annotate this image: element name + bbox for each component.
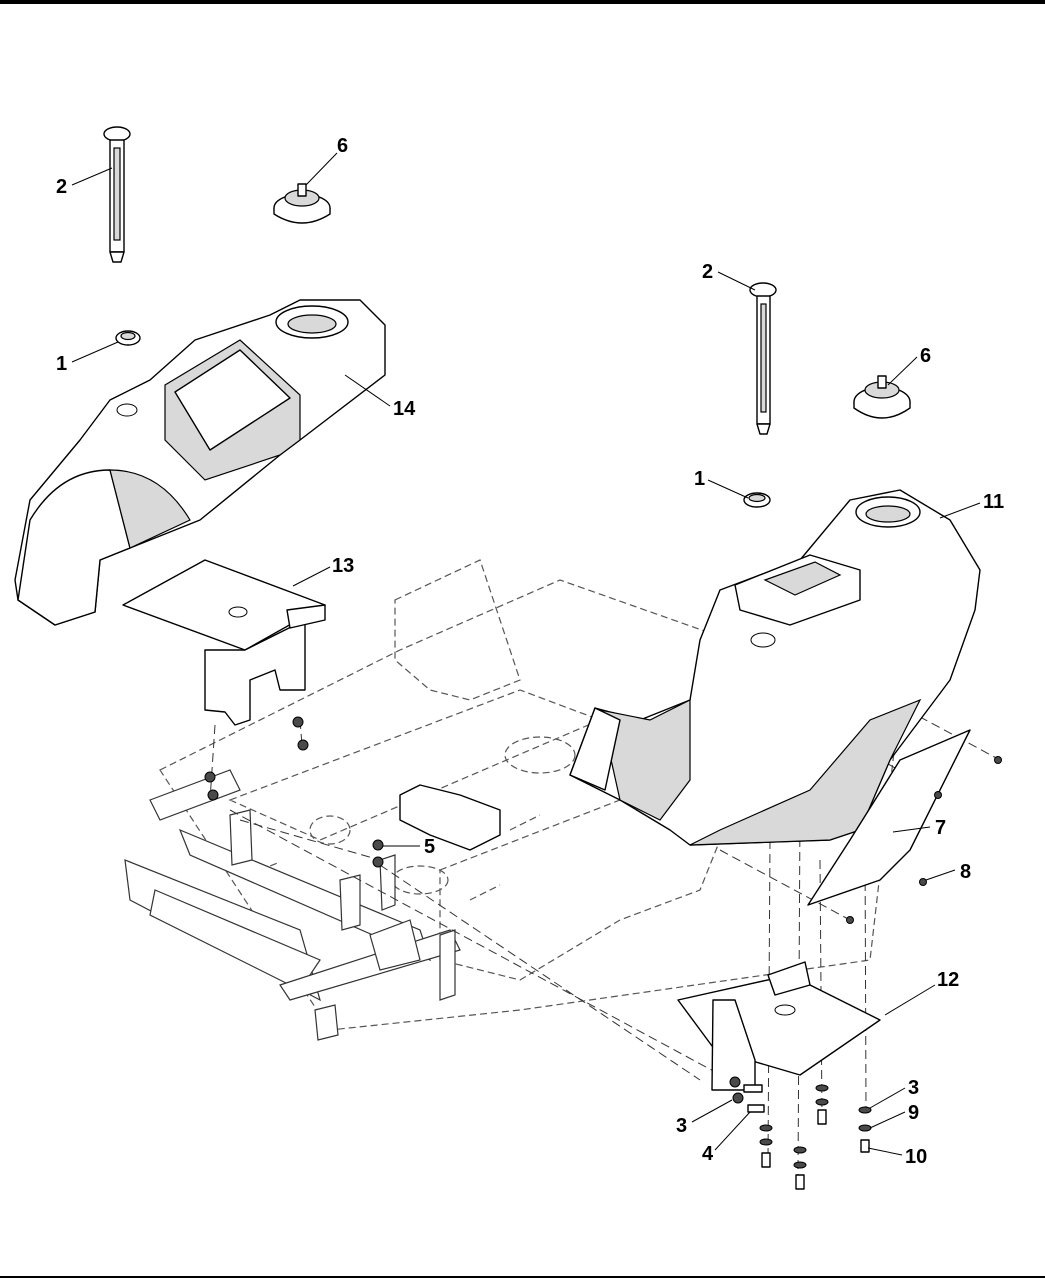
callout-10: 10 — [905, 1146, 927, 1168]
callout-1-left: 1 — [56, 353, 67, 375]
grommet-right — [744, 493, 770, 507]
fuel-cap-right — [854, 376, 910, 418]
callout-11: 11 — [983, 491, 1004, 513]
callout-5: 5 — [424, 836, 435, 858]
callout-6-left: 6 — [337, 135, 348, 157]
callout-4: 4 — [702, 1143, 714, 1165]
grommet-left — [116, 331, 140, 345]
callout-9: 9 — [908, 1102, 919, 1124]
dipstick-gauge-right — [750, 283, 776, 434]
callout-14: 14 — [393, 398, 416, 420]
callout-3-left: 3 — [676, 1115, 687, 1137]
mounting-bracket-right — [678, 962, 880, 1090]
fuel-cap-left — [274, 184, 330, 223]
dipstick-gauge-left — [104, 127, 130, 262]
washers-and-bolts — [730, 1077, 871, 1189]
callout-2-left: 2 — [56, 176, 67, 198]
callout-2-right: 2 — [702, 261, 713, 283]
callout-8: 8 — [960, 861, 971, 883]
callout-3-right: 3 — [908, 1077, 919, 1099]
callout-12: 12 — [937, 969, 959, 991]
callout-6-right: 6 — [920, 345, 931, 367]
callout-1-right: 1 — [694, 468, 705, 490]
callout-13: 13 — [332, 555, 354, 577]
callout-7: 7 — [935, 817, 946, 839]
